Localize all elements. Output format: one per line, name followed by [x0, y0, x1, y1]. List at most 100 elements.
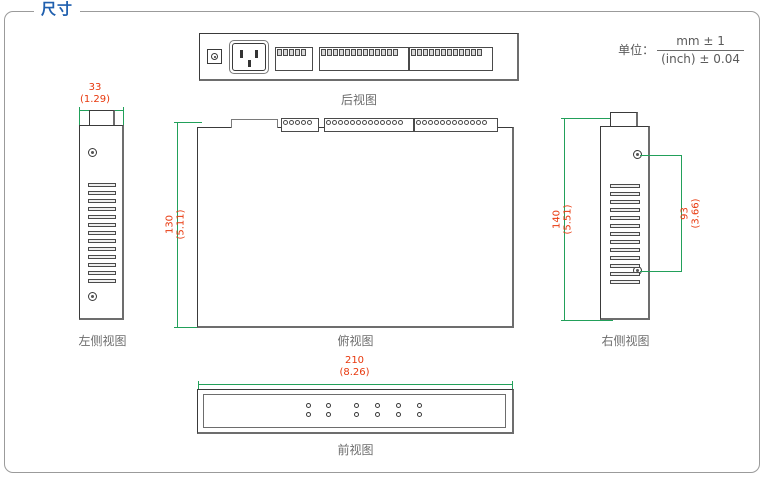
vent-slot — [610, 184, 640, 188]
terminal-hole — [452, 120, 457, 125]
rear-power-inlet — [229, 40, 269, 74]
terminal-pin — [321, 49, 326, 56]
top-terminal-block-1 — [281, 118, 319, 132]
vent-slot — [88, 191, 116, 195]
left-view-dim-inch: (1.29) — [79, 94, 111, 105]
terminal-hole — [386, 120, 391, 125]
front-view — [197, 389, 514, 434]
left-view — [79, 110, 125, 320]
terminal-hole — [307, 120, 312, 125]
vent-slot — [88, 199, 116, 203]
terminal-pin — [375, 49, 380, 56]
terminal-hole — [434, 120, 439, 125]
terminal-pin — [447, 49, 452, 56]
right-view-height-ext-1 — [561, 118, 613, 119]
terminal-hole — [350, 120, 355, 125]
terminal-pin — [411, 49, 416, 56]
vent-slot — [610, 224, 640, 228]
vent-slot — [88, 255, 116, 259]
unit-note-denominator: (inch) ± 0.04 — [661, 52, 740, 66]
led-indicator — [326, 403, 331, 408]
terminal-pin — [363, 49, 368, 56]
rear-round-jack — [207, 49, 222, 64]
terminal-pin — [429, 49, 434, 56]
terminal-hole — [374, 120, 379, 125]
terminal-pin — [435, 49, 440, 56]
led-indicator — [326, 412, 331, 417]
terminal-hole — [470, 120, 475, 125]
led-indicator — [306, 403, 311, 408]
terminal-pin — [357, 49, 362, 56]
right-view-screw-ext-1 — [640, 155, 682, 156]
left-view-body — [79, 125, 124, 320]
vent-slot — [88, 271, 116, 275]
vent-slot — [88, 239, 116, 243]
terminal-hole — [326, 120, 331, 125]
top-terminal-block-2 — [324, 118, 414, 132]
top-view-ext-line-2 — [174, 327, 202, 328]
terminal-hole — [422, 120, 427, 125]
terminal-hole — [440, 120, 445, 125]
terminal-hole — [458, 120, 463, 125]
top-view — [197, 118, 514, 328]
vent-slot — [88, 231, 116, 235]
unit-note: 单位： mm ± 1 (inch) ± 0.04 — [618, 34, 744, 67]
terminal-pin — [301, 49, 306, 56]
led-indicator — [417, 403, 422, 408]
terminal-pin — [465, 49, 470, 56]
terminal-hole — [482, 120, 487, 125]
terminal-pin — [453, 49, 458, 56]
led-indicator — [354, 403, 359, 408]
right-view-screw-dim-mm: 93 — [679, 207, 691, 220]
vent-slot — [88, 183, 116, 187]
top-view-label: 俯视图 — [337, 334, 374, 348]
front-view-label: 前视图 — [337, 443, 374, 457]
left-view-ext-line-1 — [79, 107, 80, 125]
top-view-dim-line — [177, 122, 178, 327]
front-view-dim-mm: 210 — [344, 355, 365, 366]
terminal-hole — [416, 120, 421, 125]
terminal-pin — [283, 49, 288, 56]
left-view-label: 左侧视图 — [78, 334, 127, 348]
left-view-screw-top — [88, 148, 97, 157]
led-indicator — [396, 403, 401, 408]
top-terminal-block-3 — [414, 118, 498, 132]
vent-slot — [88, 215, 116, 219]
terminal-hole — [356, 120, 361, 125]
rear-terminal-block-1 — [275, 47, 313, 71]
vent-slot — [88, 247, 116, 251]
terminal-hole — [289, 120, 294, 125]
vent-slot — [610, 216, 640, 220]
right-view-height-dim-mm: 140 — [551, 209, 563, 230]
unit-note-fraction: mm ± 1 (inch) ± 0.04 — [657, 34, 744, 67]
left-view-ext-line-2 — [123, 107, 124, 125]
rear-view — [199, 33, 519, 81]
right-view — [600, 112, 652, 320]
terminal-hole — [380, 120, 385, 125]
led-indicator — [417, 412, 422, 417]
vent-slot — [88, 263, 116, 267]
vent-slot — [610, 232, 640, 236]
right-view-mount-tab — [610, 112, 638, 127]
terminal-pin — [441, 49, 446, 56]
led-indicator — [396, 412, 401, 417]
terminal-hole — [338, 120, 343, 125]
terminal-pin — [381, 49, 386, 56]
led-indicator — [375, 403, 380, 408]
top-view-ext-line-1 — [174, 122, 202, 123]
vent-slot — [610, 240, 640, 244]
right-view-screw-ext-2 — [640, 271, 682, 272]
terminal-pin — [351, 49, 356, 56]
right-view-screw-dim-line — [681, 155, 682, 272]
vent-slot — [610, 208, 640, 212]
rear-terminal-block-3 — [409, 47, 493, 71]
terminal-pin — [387, 49, 392, 56]
top-view-dim-mm: 130 — [164, 214, 176, 235]
rear-view-label: 后视图 — [340, 93, 377, 107]
front-view-faceplate — [203, 394, 506, 428]
right-view-screw-dim-inch: (3.66) — [690, 198, 702, 229]
vent-slot — [610, 280, 640, 284]
vent-slot — [88, 223, 116, 227]
terminal-hole — [368, 120, 373, 125]
vent-slot — [610, 248, 640, 252]
